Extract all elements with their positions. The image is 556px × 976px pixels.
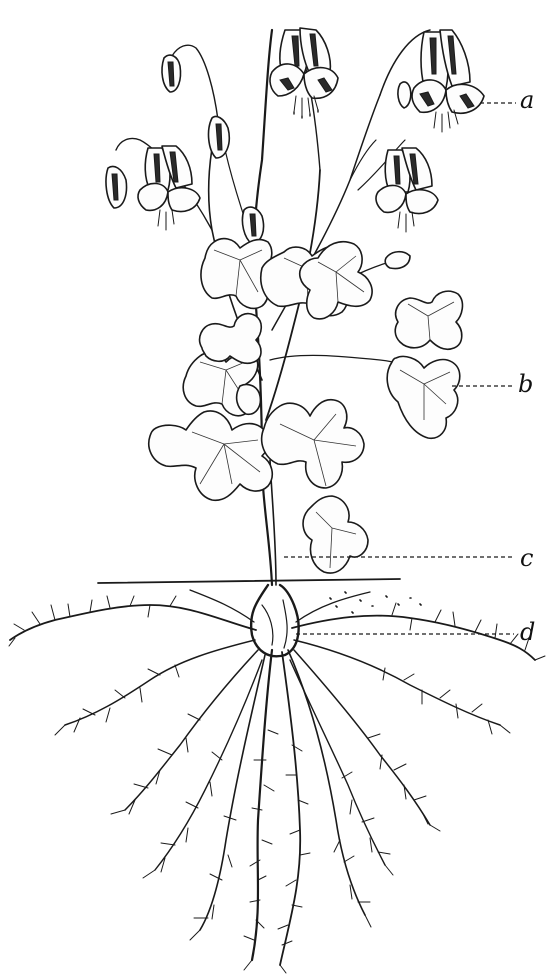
ground-line bbox=[98, 579, 400, 583]
label-a: a bbox=[520, 88, 534, 112]
leaf-lower-left bbox=[149, 411, 272, 500]
flower-center bbox=[270, 28, 338, 118]
leaves bbox=[149, 239, 463, 573]
leaf-upper-center bbox=[201, 239, 372, 319]
leaf-lower-right bbox=[303, 496, 368, 573]
label-b: b bbox=[518, 372, 533, 396]
label-c: c bbox=[520, 546, 533, 570]
label-d: d bbox=[520, 620, 535, 644]
bud-center-left bbox=[209, 116, 230, 158]
root-system bbox=[9, 585, 545, 973]
flower-right bbox=[412, 30, 484, 132]
leaf-lower-center bbox=[262, 400, 364, 488]
bud-top-left bbox=[162, 55, 181, 92]
flower-left bbox=[106, 146, 200, 230]
flowers bbox=[106, 28, 484, 269]
stems bbox=[116, 30, 430, 585]
leaf-stem-left bbox=[237, 384, 261, 414]
leaf-mid-right bbox=[387, 291, 462, 438]
